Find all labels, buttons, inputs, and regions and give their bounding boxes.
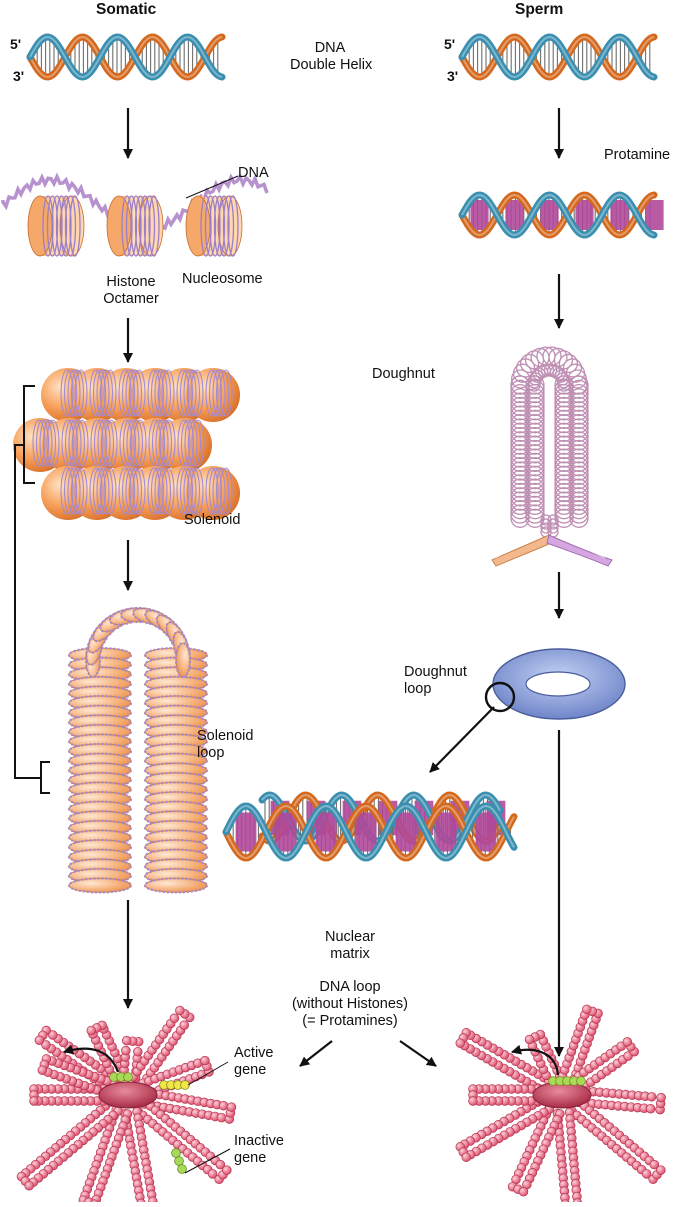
arrow-to-somatic-matrix (299, 1040, 333, 1067)
doughnut-layer (484, 346, 626, 720)
somatic-nuclear-matrix-core (98, 1081, 158, 1109)
doughnut-loop-helix-front (222, 802, 518, 862)
doughnut-hole (525, 671, 591, 697)
gene-bead (576, 1076, 586, 1086)
solenoid-label: Solenoid (184, 512, 241, 528)
inactive-gene-leader (184, 1148, 231, 1174)
doughnut-loop-helix-front-strand-b (222, 802, 518, 862)
doughnut-loop-helix-front-protamine (235, 812, 497, 852)
active-gene-label: Active gene (234, 1045, 274, 1079)
inactive-gene-label: Inactive gene (234, 1133, 284, 1167)
solenoid (13, 368, 240, 520)
active-gene-line-1: Active (234, 1045, 274, 1061)
sperm-dna-helix-strand-b (458, 33, 658, 81)
protamine-dna-helix-strand-b (458, 191, 658, 239)
inactive-gene-line-2: gene (234, 1150, 267, 1166)
doughnut-label: Doughnut (372, 366, 435, 382)
arrow-to-sperm-matrix (399, 1040, 437, 1067)
nuclear-matrix-line-2: matrix (330, 946, 370, 962)
protamine-doughnut (510, 346, 589, 538)
arrow-sperm-loop-release (511, 1044, 560, 1076)
ribbon-tail-left (491, 534, 552, 567)
somatic-dna-helix-strand-b (26, 33, 226, 81)
somatic-dna-helix (26, 33, 226, 81)
solenoid-loop-line-2: loop (197, 745, 225, 761)
solenoid-loop-line-1: Solenoid (197, 728, 254, 744)
nucleosome-1 (27, 195, 85, 257)
doughnut-loop-line-2: loop (404, 681, 432, 697)
sperm-nuclear-matrix (455, 1004, 666, 1207)
nucleosomes-layer (1, 172, 269, 257)
header-somatic: Somatic (96, 1, 157, 18)
somatic-dna-helix-strand-a (26, 33, 226, 81)
nuclear-matrix-layer (16, 1004, 666, 1207)
bracket-connector (14, 444, 41, 779)
dna-label: DNA (238, 165, 269, 181)
doughnut-loop-label: Doughnut loop (404, 664, 467, 698)
inactive-gene-bead (174, 1156, 184, 1166)
solenoid-loop (67, 606, 209, 894)
sperm-nuclear-matrix-core (532, 1081, 592, 1109)
solenoid-loop-bracket (40, 761, 50, 794)
solenoid-loop-label: Solenoid loop (197, 728, 253, 762)
nuclear-matrix-line-1: Nuclear (325, 929, 375, 945)
nucleosome-2 (106, 195, 164, 257)
sperm-nuclear-matrix-arm (568, 1037, 640, 1095)
protamine-label: Protamine (604, 147, 671, 163)
ribbon-tail-right (546, 534, 613, 567)
nucleosome-label: Nucleosome (182, 271, 263, 287)
arrows-layer (63, 108, 564, 1076)
nucleosome-3 (185, 195, 243, 257)
header-sperm: Sperm (515, 1, 564, 18)
sperm-nuclear-matrix-arm (468, 1084, 549, 1106)
active-gene-leader (187, 1061, 229, 1086)
dna-label-leader (185, 175, 239, 199)
active-gene-line-2: gene (234, 1062, 267, 1078)
dna-helices-layer (26, 33, 664, 862)
dna-loop-label: DNA loop (without Histones) (= Protamine… (280, 979, 420, 1030)
gene-bead (180, 1080, 190, 1090)
doughnut-loop-helix-back-strand-a (258, 791, 504, 845)
histone-octamer-label: Histone Octamer (96, 274, 166, 308)
solenoid-bracket (23, 385, 35, 484)
dna-loop-line-3: (= Protamines) (302, 1013, 398, 1029)
histone-octamer-line-2: Octamer (103, 291, 159, 307)
somatic-five-prime-label: 5' (10, 36, 22, 52)
dna-double-helix-line-1: DNA (314, 40, 346, 56)
sperm-five-prime-label: 5' (444, 36, 456, 52)
somatic-three-prime-label: 3' (13, 68, 25, 84)
somatic-nuclear-matrix-arm (128, 1005, 195, 1089)
protamine-dna-helix-protamine (470, 200, 664, 230)
arrow-loop-zoom (429, 706, 495, 773)
sperm-nuclear-matrix-arm (507, 1104, 565, 1197)
somatic-nuclear-matrix (16, 1005, 237, 1207)
sperm-dna-helix-strand-a (458, 33, 658, 81)
doughnut-loop-line-1: Doughnut (404, 664, 467, 680)
inactive-gene-line-1: Inactive (234, 1133, 284, 1149)
inactive-gene-bead (177, 1164, 187, 1174)
dna-double-helix-line-2: Double Helix (290, 57, 373, 73)
sperm-three-prime-label: 3' (447, 68, 459, 84)
histone-octamer-line-1: Histone (106, 274, 156, 290)
dna-double-helix-label: DNA Double Helix (290, 40, 373, 74)
gene-bead (123, 1072, 133, 1082)
protamine-dna-helix (458, 191, 664, 239)
nuclear-matrix-label: Nuclear matrix (310, 929, 390, 963)
solenoid-layer (13, 368, 240, 894)
dna-loop-line-2: (without Histones) (291, 996, 409, 1012)
inactive-gene-bead (171, 1148, 181, 1158)
sperm-dna-helix (458, 33, 658, 81)
dna-loop-line-1: DNA loop (319, 979, 381, 995)
arrow-somatic-loop-release (63, 1044, 120, 1073)
sperm-nuclear-matrix-arm (455, 1028, 555, 1096)
protamine-dna-helix-strand-a (458, 191, 658, 239)
doughnut-loop-circle (484, 681, 516, 713)
